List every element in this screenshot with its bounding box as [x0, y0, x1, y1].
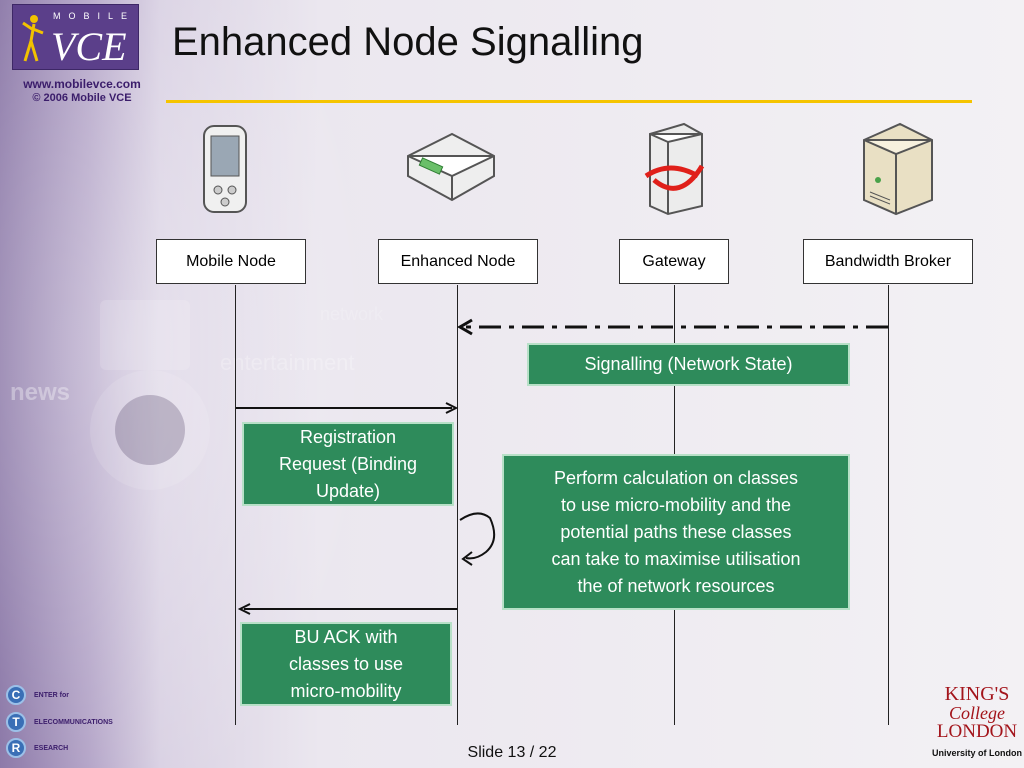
- note-line: potential paths these classes: [560, 521, 792, 542]
- note-line: BU ACK with: [294, 626, 398, 647]
- logo-top-text: MOBILE: [53, 11, 136, 21]
- registration-arrow: [236, 402, 459, 414]
- person-figure-icon: [22, 15, 44, 62]
- note-line: Perform calculation on classes: [553, 467, 799, 488]
- server-icon: [863, 122, 933, 216]
- ctr-line: ELECOMMUNICATIONS: [34, 719, 113, 726]
- note-line: Update): [315, 480, 381, 501]
- university-label: University of London: [932, 748, 1022, 758]
- svg-text:news: news: [10, 379, 70, 406]
- lifeline-mobile-node: [235, 285, 236, 725]
- note-signalling: Signalling (Network State): [527, 343, 850, 386]
- ctr-badge-t: T: [6, 712, 26, 732]
- note-line: can take to maximise utilisation: [551, 548, 801, 569]
- self-loop-arrow: [459, 512, 496, 566]
- entity-enhanced-node: Enhanced Node: [378, 239, 538, 284]
- note-line: micro-mobility: [290, 680, 402, 701]
- router-icon: [407, 132, 495, 202]
- copyright: © 2006 Mobile VCE: [32, 92, 132, 104]
- site-url[interactable]: www.mobilevce.com: [23, 77, 141, 91]
- ctr-line: ENTER for: [34, 692, 69, 699]
- svg-text:network: network: [320, 304, 384, 324]
- logo-main-text: VCE: [51, 24, 127, 69]
- kings-line: LONDON: [936, 721, 1018, 742]
- mobile-vce-logo: MOBILE VCE: [12, 4, 139, 70]
- pda-icon: [203, 125, 247, 213]
- note-signalling-text: Signalling (Network State): [584, 354, 793, 374]
- ctr-badge-c: C: [6, 685, 26, 705]
- lifeline-enhanced-node: [457, 285, 458, 725]
- note-line: classes to use: [288, 653, 404, 674]
- note-calculation: Perform calculation on classes to use mi…: [502, 454, 850, 610]
- ctr-line: ESEARCH: [34, 745, 69, 752]
- note-bu-ack: BU ACK with classes to use micro-mobilit…: [240, 622, 452, 706]
- lifeline-bandwidth-broker: [888, 285, 889, 725]
- note-line: Request (Binding: [278, 453, 418, 474]
- slide-title: Enhanced Node Signalling: [172, 20, 644, 64]
- note-line: the of network resources: [577, 575, 775, 596]
- kings-line: KING'S: [944, 683, 1010, 705]
- kings-college-logo: KING'S College LONDON University of Lond…: [930, 684, 1024, 758]
- bu-ack-arrow: [237, 603, 457, 615]
- title-underline: [166, 100, 972, 103]
- slide-number: Slide 13 / 22: [467, 744, 557, 761]
- entity-bandwidth-broker: Bandwidth Broker: [803, 239, 973, 284]
- gateway-server-icon: [644, 122, 705, 216]
- note-registration: Registration Request (Binding Update): [242, 422, 454, 506]
- note-line: Registration: [299, 426, 397, 447]
- note-line: to use micro-mobility and the: [560, 494, 792, 515]
- entity-gateway: Gateway: [619, 239, 729, 284]
- ctr-badge-r: R: [6, 738, 26, 758]
- kings-line: College: [949, 703, 1005, 723]
- svg-text:entertainment: entertainment: [220, 350, 355, 375]
- entity-mobile-node: Mobile Node: [156, 239, 306, 284]
